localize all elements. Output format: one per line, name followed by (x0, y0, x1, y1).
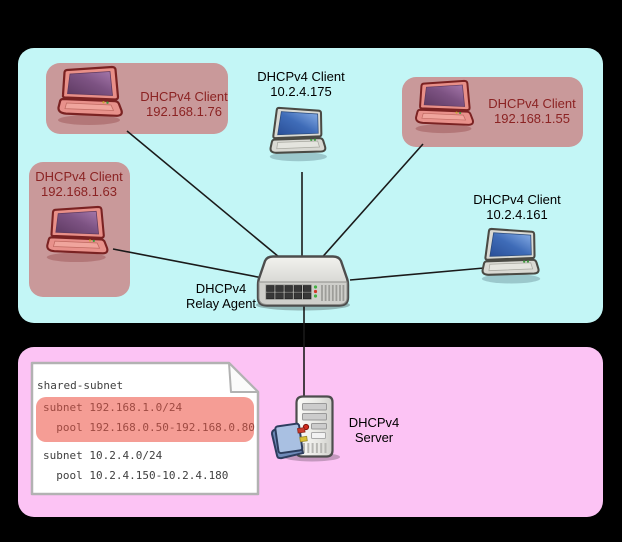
client-161-label: DHCPv4 Client 10.2.4.161 (473, 192, 561, 222)
note-subnet2-line: subnet 10.2.4.0/24 (43, 449, 163, 462)
note-header: shared-subnet (37, 379, 124, 392)
client-55-label: DHCPv4 Client 192.168.1.55 (488, 96, 576, 126)
dhcp-config-note: shared-subnet subnet 192.168.1.0/24 pool… (30, 361, 260, 496)
client-175-label: DHCPv4 Client 10.2.4.175 (257, 69, 345, 99)
note-pool2-line: pool 10.2.4.150-10.2.4.180 (43, 469, 229, 482)
note-pool1-line: pool 192.168.0.50-192.168.0.80 (43, 421, 255, 434)
note-highlight (36, 397, 254, 442)
relay-agent-label: DHCPv4 Relay Agent (185, 281, 257, 311)
server-label: DHCPv4 Server (348, 415, 400, 445)
client-76-label: DHCPv4 Client 192.168.1.76 (140, 89, 228, 119)
note-subnet1-line: subnet 192.168.1.0/24 (43, 401, 183, 414)
client-63-label: DHCPv4 Client 192.168.1.63 (35, 169, 123, 199)
